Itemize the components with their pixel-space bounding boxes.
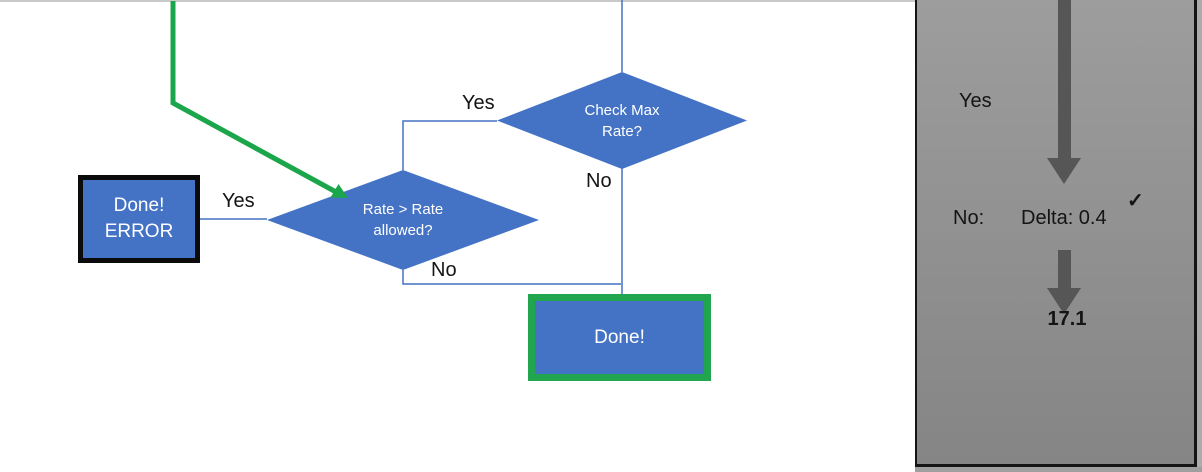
decision-check-max-rate-line1: Check Max: [584, 101, 660, 119]
slide-top-edge: [0, 0, 915, 2]
checkmark-icon: ✓: [1127, 190, 1144, 212]
panel-no-label: No:: [953, 207, 985, 229]
green-arrow-line: [170, 1, 338, 195]
edge-label-rate-no: No: [431, 259, 457, 281]
decision-rate-allowed-line2: allowed?: [373, 222, 433, 239]
trace-side-panel: Yes No: Delta: 0.4 ✓ 17.1: [915, 0, 1197, 467]
connector-max-yes-to-rate-decision: [402, 120, 497, 170]
decision-check-max-rate[interactable]: Check Max Rate?: [497, 72, 747, 169]
down-arrow-icon: [1058, 0, 1071, 158]
done-error-line2: ERROR: [104, 221, 174, 242]
edge-label-rate-yes: Yes: [222, 190, 255, 212]
result-value: 17.1: [1047, 308, 1087, 330]
done-box-label: Done!: [594, 326, 645, 348]
panel-yes-label: Yes: [959, 90, 992, 112]
decision-check-max-rate-line2: Rate?: [601, 122, 643, 140]
down-arrow-icon: [1058, 250, 1071, 288]
done-error-line1: Done!: [113, 195, 165, 217]
down-arrowhead-icon: [1047, 158, 1081, 184]
decision-rate-allowed-line1: Rate > Rate: [362, 201, 444, 218]
done-error-box[interactable]: Done! ERROR: [78, 175, 200, 263]
down-arrowhead-icon: [1047, 288, 1081, 314]
panel-outer-right-strip: [1197, 0, 1202, 472]
edge-label-max-yes: Yes: [462, 92, 495, 114]
panel-outer-bottom-strip: [915, 467, 1202, 472]
edge-label-max-no: No: [586, 170, 612, 192]
panel-delta-value: Delta: 0.4: [1021, 207, 1107, 229]
done-box[interactable]: Done!: [528, 294, 711, 381]
decision-rate-allowed[interactable]: Rate > Rate allowed?: [267, 170, 539, 270]
